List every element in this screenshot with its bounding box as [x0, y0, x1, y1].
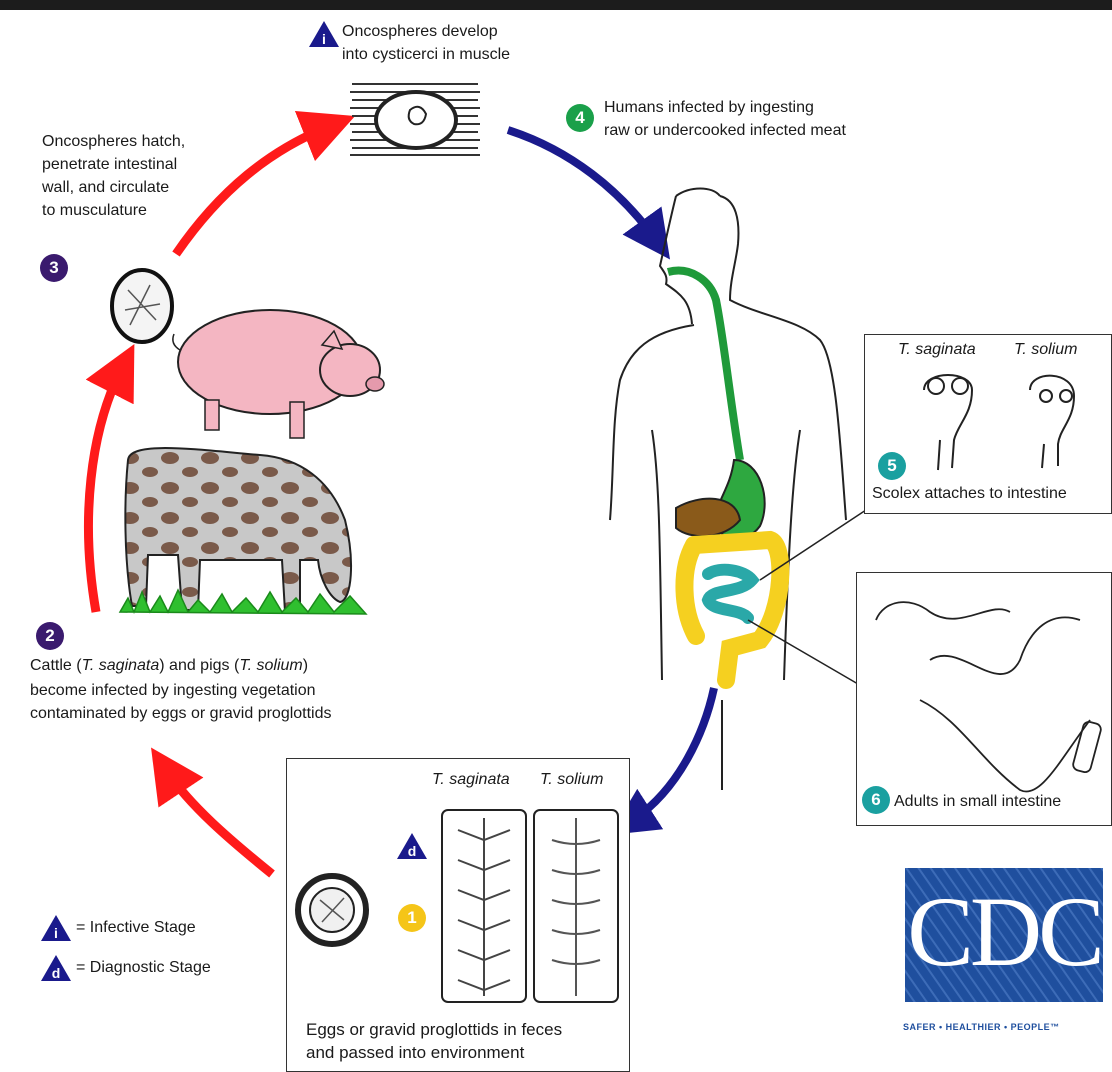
stage-1-text: Eggs or gravid proglottids in feces and … — [306, 1018, 562, 1064]
stage-4-text: Humans infected by ingesting raw or unde… — [604, 96, 846, 142]
stage-5-badge: 5 — [878, 452, 906, 480]
stage-2-text-part: ) and pigs ( — [159, 657, 239, 674]
svg-text:d: d — [52, 965, 61, 981]
stage-4-badge: 4 — [566, 104, 594, 132]
stage-2-text-part: ) — [303, 657, 308, 674]
legend-infective-label: = Infective Stage — [76, 916, 196, 939]
stage-6-text: Adults in small intestine — [894, 790, 1061, 813]
svg-text:i: i — [54, 925, 58, 941]
stage-i-text: Oncospheres develop into cysticerci in m… — [342, 20, 510, 66]
diagnostic-stage-icon: d — [396, 832, 428, 860]
stage-2-badge: 2 — [36, 622, 64, 650]
stage-3-badge: 3 — [40, 254, 68, 282]
legend-diagnostic-icon: d — [40, 954, 72, 982]
stage-2-species-b: T. solium — [239, 657, 302, 674]
cdc-logo: CDC — [905, 868, 1103, 1002]
stage-1-label-saginata: T. saginata — [432, 770, 510, 790]
svg-text:d: d — [408, 843, 417, 859]
svg-text:i: i — [322, 31, 326, 47]
stage-2-species-a: T. saginata — [82, 657, 160, 674]
stage-2-text-line1: Cattle (T. saginata) and pigs (T. solium… — [30, 654, 308, 677]
stage-3-text: Oncospheres hatch, penetrate intestinal … — [42, 130, 185, 222]
stage-2-text-rest: become infected by ingesting vegetation … — [30, 679, 332, 725]
infective-stage-icon: i — [308, 20, 340, 48]
stage-2-text-part: Cattle ( — [30, 657, 82, 674]
stage-5-text: Scolex attaches to intestine — [872, 482, 1067, 505]
stage-5-label-solium: T. solium — [1014, 340, 1077, 360]
legend-diagnostic-label: = Diagnostic Stage — [76, 956, 211, 979]
stage-6-badge: 6 — [862, 786, 890, 814]
stage-1-badge: 1 — [398, 904, 426, 932]
cdc-logo-text: CDC — [905, 876, 1103, 988]
stage-1-label-solium: T. solium — [540, 770, 603, 790]
stage-5-label-saginata: T. saginata — [898, 340, 976, 360]
cdc-tagline: SAFER • HEALTHIER • PEOPLE™ — [903, 1022, 1112, 1032]
legend-infective-icon: i — [40, 914, 72, 942]
